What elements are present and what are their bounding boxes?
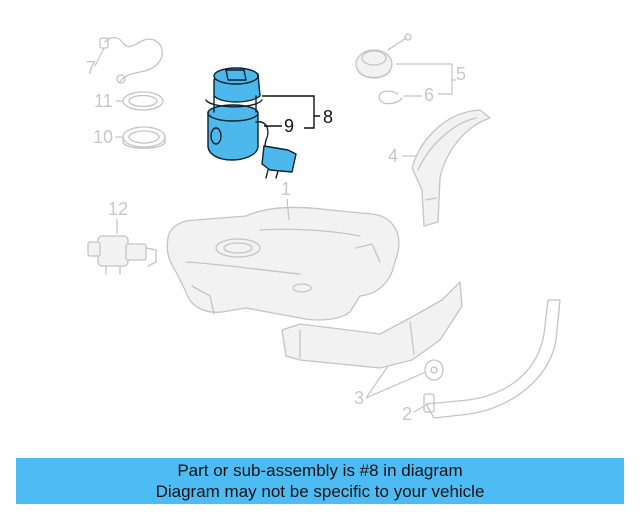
callout-7: 7	[86, 58, 96, 78]
part-3-shields	[281, 281, 463, 381]
callout-8: 8	[323, 107, 333, 127]
part-10-lock-ring	[122, 126, 166, 149]
part-6-seal-clip	[378, 90, 403, 105]
banner-line-2: Diagram may not be specific to your vehi…	[155, 482, 485, 501]
leader-line-2	[413, 403, 429, 413]
leader-line-5-6	[396, 63, 456, 95]
banner-line-1: Part or sub-assembly is #8 in diagram	[177, 461, 463, 480]
callout-9: 9	[284, 116, 294, 136]
part-1-fuel-tank	[166, 206, 400, 321]
callout-2: 2	[402, 404, 412, 424]
callout-11: 11	[94, 91, 113, 111]
part-12-fuel-filter	[87, 235, 157, 275]
callout-5: 5	[456, 64, 466, 84]
parts-diagram: 7 11 10 12 5 6	[86, 33, 561, 424]
info-banner: Part or sub-assembly is #8 in diagram Di…	[16, 458, 624, 504]
callout-3: 3	[354, 388, 364, 408]
part-4-heat-shield	[411, 109, 491, 227]
callout-6: 6	[424, 85, 434, 105]
leader-line-8	[262, 95, 320, 129]
part-9-fuel-level-sender	[261, 145, 297, 179]
leader-line-3	[365, 365, 427, 399]
part-5-filler-cap	[355, 33, 412, 79]
part-8-fuel-pump-module	[205, 67, 269, 161]
leader-line-1	[286, 198, 290, 221]
part-7-wiring-harness	[99, 36, 163, 84]
callout-4: 4	[388, 146, 398, 166]
part-11-seal-ring	[122, 91, 164, 111]
leader-line-7	[94, 47, 105, 67]
part-2-strap	[423, 299, 561, 419]
callout-10: 10	[93, 127, 113, 147]
callout-12: 12	[108, 199, 128, 219]
callout-1: 1	[281, 179, 291, 199]
